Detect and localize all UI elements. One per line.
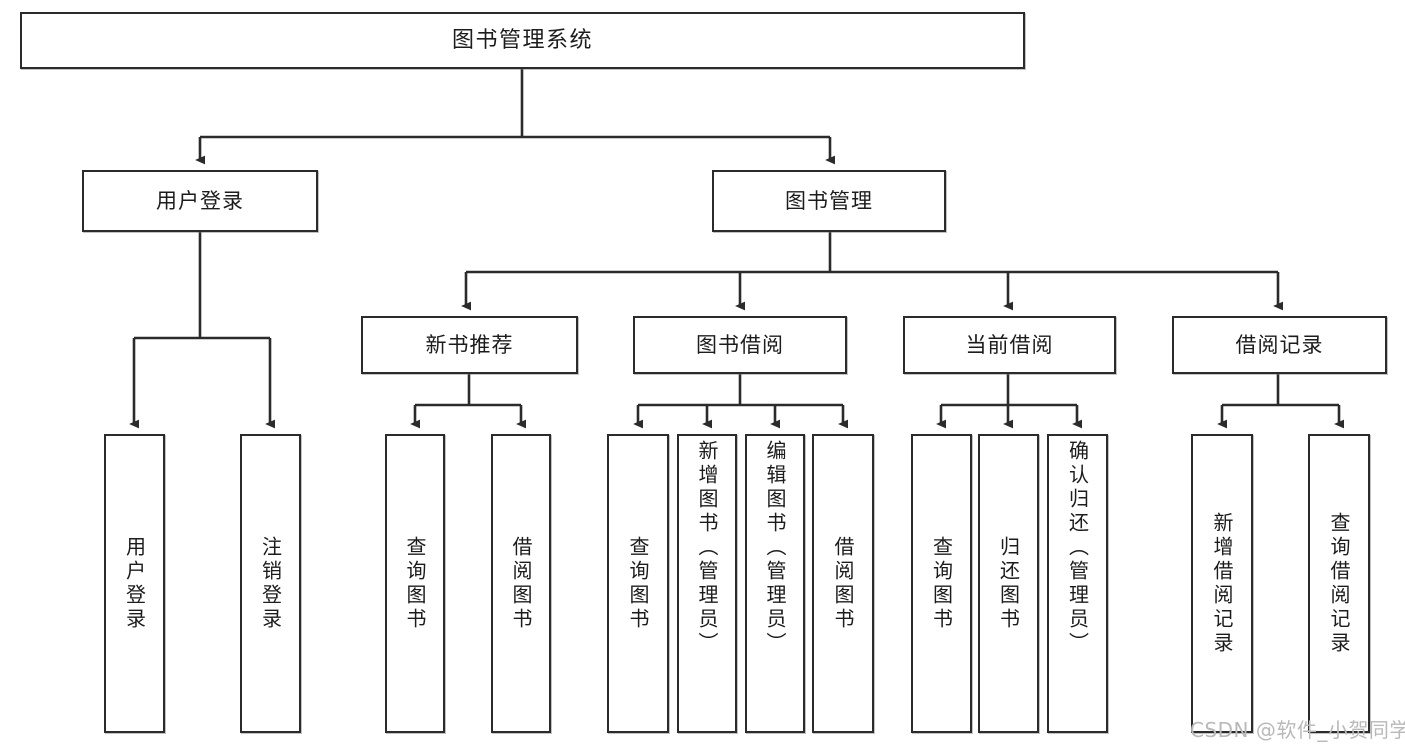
node-label: 新增借阅记录 [1210, 511, 1234, 656]
node-label: 用户登录 [122, 535, 147, 632]
node-label: 查询图书 [929, 535, 954, 632]
node-label: 借阅图书 [509, 535, 533, 632]
node-label: 确认归还（管理员） [1065, 440, 1090, 656]
leaf-query-book-recommend[interactable]: 查询图书 [385, 434, 445, 733]
node-label: 当前借阅 [965, 332, 1054, 357]
node-label: 归还图书 [996, 535, 1021, 632]
watermark-csdn: CSDN @软件_小贺同学 [1190, 718, 1405, 742]
node-label: 注销登录 [258, 535, 283, 632]
node-new-book-recommendation[interactable]: 新书推荐 [361, 316, 578, 374]
node-label: 用户登录 [156, 188, 244, 213]
node-label: 图书借阅 [696, 332, 784, 357]
leaf-borrow-book-recommend[interactable]: 借阅图书 [491, 434, 551, 733]
leaf-edit-book-admin[interactable]: 编辑图书（管理员） [745, 434, 805, 733]
leaf-return-book[interactable]: 归还图书 [978, 434, 1039, 733]
node-user-login[interactable]: 用户登录 [82, 170, 318, 232]
node-label: 查询图书 [626, 535, 650, 632]
leaf-confirm-return-admin[interactable]: 确认归还（管理员） [1047, 434, 1108, 733]
leaf-borrow-book[interactable]: 借阅图书 [812, 434, 874, 733]
leaf-add-borrow-record[interactable]: 新增借阅记录 [1191, 434, 1253, 733]
leaf-user-login[interactable]: 用户登录 [104, 434, 165, 733]
node-book-management[interactable]: 图书管理 [712, 170, 946, 232]
leaf-add-book-admin[interactable]: 新增图书（管理员） [677, 434, 737, 733]
node-label: 新书推荐 [425, 332, 514, 357]
node-book-borrowing[interactable]: 图书借阅 [633, 316, 847, 374]
node-label: 新增图书（管理员） [695, 440, 719, 656]
node-label: 借阅图书 [831, 535, 855, 632]
node-label: 图书管理 [785, 188, 873, 213]
node-label: 编辑图书（管理员） [763, 440, 787, 656]
node-current-borrowing[interactable]: 当前借阅 [903, 316, 1116, 374]
node-borrowing-record[interactable]: 借阅记录 [1172, 316, 1387, 374]
node-label: 查询图书 [403, 535, 427, 632]
leaf-logout[interactable]: 注销登录 [240, 434, 301, 733]
leaf-query-book-borrow[interactable]: 查询图书 [607, 434, 669, 733]
leaf-query-book-current[interactable]: 查询图书 [911, 434, 972, 733]
node-label: 借阅记录 [1235, 332, 1324, 357]
leaf-query-borrow-record[interactable]: 查询借阅记录 [1308, 434, 1370, 733]
node-label: 查询借阅记录 [1327, 511, 1351, 656]
node-root-book-management-system[interactable]: 图书管理系统 [20, 12, 1025, 69]
node-label: 图书管理系统 [451, 27, 593, 53]
